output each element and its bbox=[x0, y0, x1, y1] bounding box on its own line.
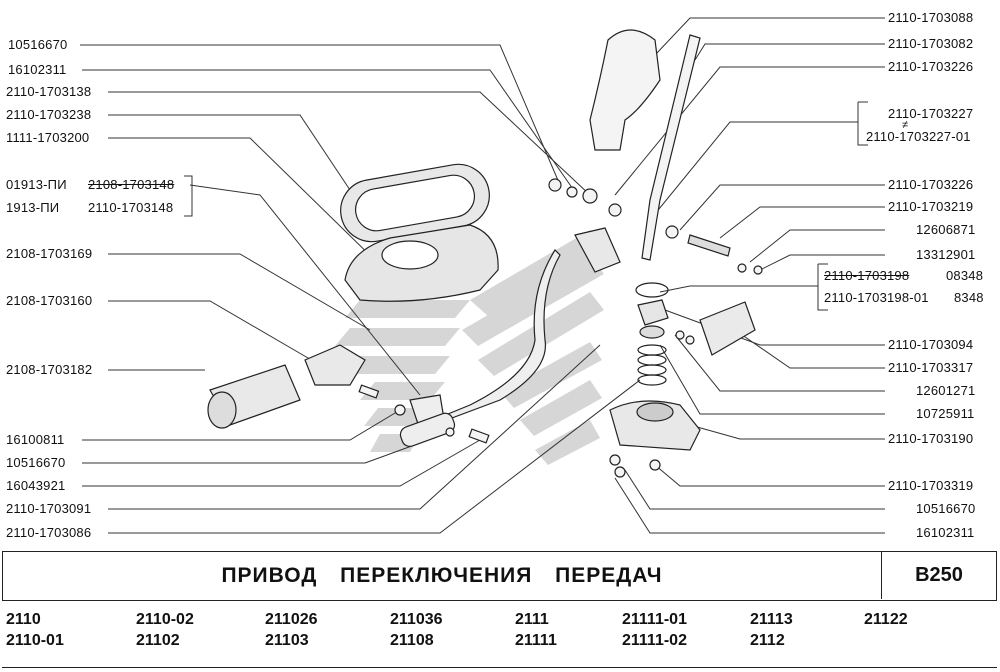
label-right-7: 13312901 bbox=[916, 247, 976, 262]
label-left-4: 2110-1703238 bbox=[6, 107, 92, 122]
model-item: 2112 bbox=[750, 632, 785, 649]
label-right-12: 2110-1703190 bbox=[888, 431, 974, 446]
parts bbox=[207, 29, 763, 478]
model-item: 21122 bbox=[864, 611, 908, 628]
label-right-14: 10516670 bbox=[916, 501, 976, 516]
model-item: 21102 bbox=[136, 632, 180, 649]
label-right-3: 2110-1703226 bbox=[888, 59, 974, 74]
model-item: 2110 bbox=[6, 611, 41, 628]
spring-part bbox=[637, 344, 667, 386]
boxed-right-mid-row1-a: 2110-1703198 bbox=[824, 268, 910, 283]
model-item: 21103 bbox=[265, 632, 309, 649]
model-item: 21111-02 bbox=[622, 632, 687, 649]
label-left-5: 1111-1703200 bbox=[6, 130, 90, 145]
model-list: 2110 2110-01 2110-02 21102 211026 21103 … bbox=[0, 608, 1000, 664]
model-item: 2110-02 bbox=[136, 611, 194, 628]
boxed-left-row2-a: 1913-ПИ bbox=[6, 200, 60, 215]
ring-part bbox=[635, 282, 669, 298]
label-left-11: 16043921 bbox=[6, 478, 66, 493]
model-item: 2110-01 bbox=[6, 632, 64, 649]
model-item: 211036 bbox=[390, 611, 443, 628]
title-bar: ПРИВОД ПЕРЕКЛЮЧЕНИЯ ПЕРЕДАЧ В250 bbox=[2, 551, 997, 601]
label-right-15: 16102311 bbox=[916, 525, 975, 540]
bottom-rule bbox=[2, 667, 997, 668]
label-left-7: 2108-1703160 bbox=[6, 293, 93, 308]
boxed-right-top-line2: 2110-1703227-01 bbox=[866, 129, 971, 144]
label-left-13: 2110-1703086 bbox=[6, 525, 92, 540]
gear-knob-part bbox=[589, 29, 661, 151]
boxed-right-top-line1: 2110-1703227 bbox=[888, 106, 974, 121]
label-right-11: 10725911 bbox=[916, 406, 975, 421]
gear-lever-part bbox=[641, 34, 701, 261]
leader-lines-left bbox=[80, 44, 641, 534]
model-item: 2111 bbox=[515, 611, 549, 628]
label-right-13: 2110-1703319 bbox=[888, 478, 974, 493]
base-housing-part bbox=[609, 400, 701, 451]
label-right-6: 12606871 bbox=[916, 222, 976, 237]
label-right-1: 2110-1703088 bbox=[888, 10, 974, 25]
label-right-2: 2110-1703082 bbox=[888, 36, 974, 51]
label-right-5: 2110-1703219 bbox=[888, 199, 974, 214]
label-left-6: 2108-1703169 bbox=[6, 246, 93, 261]
label-left-12: 2110-1703091 bbox=[6, 501, 92, 516]
model-item: 21108 bbox=[390, 632, 434, 649]
leader-lines-right bbox=[614, 17, 885, 534]
label-right-8: 2110-1703094 bbox=[888, 337, 974, 352]
label-left-10: 10516670 bbox=[6, 455, 66, 470]
label-left-3: 2110-1703138 bbox=[6, 84, 92, 99]
boxed-right-mid-row2-b: 8348 bbox=[954, 290, 984, 305]
label-right-4: 2110-1703226 bbox=[888, 177, 974, 192]
boxed-left-row1-b: 2108-1703148 bbox=[88, 177, 175, 192]
model-item: 211026 bbox=[265, 611, 318, 628]
label-left-9: 16100811 bbox=[6, 432, 65, 447]
label-right-9: 2110-1703317 bbox=[888, 360, 974, 375]
boxed-left-row1-a: 01913-ПИ bbox=[6, 177, 67, 192]
model-item: 21111 bbox=[515, 632, 557, 649]
label-left-1: 10516670 bbox=[8, 37, 68, 52]
boxed-left-row2-b: 2110-1703148 bbox=[88, 200, 174, 215]
label-right-10: 12601271 bbox=[916, 383, 976, 398]
boxed-right-mid-row1-b: 08348 bbox=[946, 268, 984, 283]
bracket-part bbox=[304, 344, 366, 386]
label-left-2: 16102311 bbox=[8, 62, 67, 77]
boxed-right-top-symbol: ≠ bbox=[902, 119, 909, 131]
model-item: 21113 bbox=[750, 611, 793, 628]
model-item: 21111-01 bbox=[622, 611, 687, 628]
watermark-logo bbox=[325, 230, 604, 465]
page-title: ПРИВОД ПЕРЕКЛЮЧЕНИЯ ПЕРЕДАЧ bbox=[221, 564, 663, 587]
label-left-8: 2108-1703182 bbox=[6, 362, 93, 377]
title-divider bbox=[881, 552, 882, 599]
plate-part bbox=[699, 301, 756, 356]
group-brackets bbox=[184, 175, 193, 217]
boxed-right-mid-row2-a: 2110-1703198-01 bbox=[824, 290, 929, 305]
section-code: В250 bbox=[915, 564, 963, 586]
exploded-parts-diagram bbox=[80, 17, 885, 534]
